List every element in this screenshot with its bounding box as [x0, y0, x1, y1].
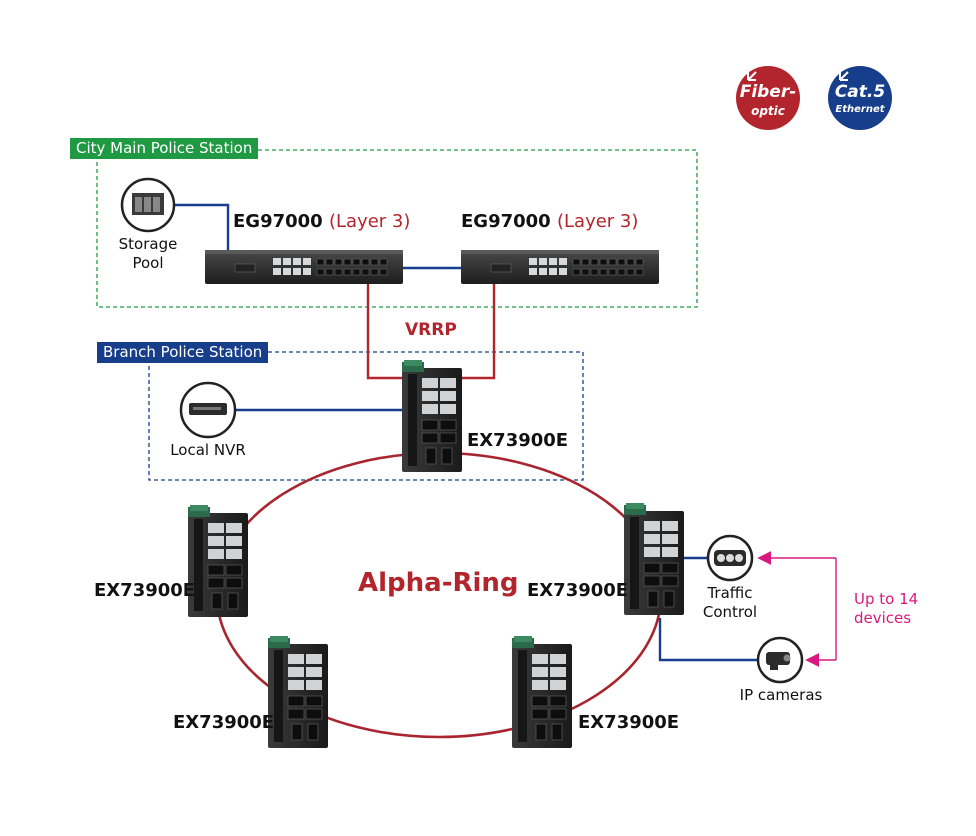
fiber-arrow-icon	[747, 71, 757, 81]
ex-switch-left	[187, 504, 249, 618]
fiber-legend-main: Fiber-	[739, 82, 797, 102]
storage-label: Storage Pool	[108, 235, 188, 273]
cat5-legend-main: Cat.5	[834, 82, 886, 102]
camera-icon	[756, 636, 804, 684]
ex-switch-branch	[401, 359, 463, 473]
core-right-label: EG97000 (Layer 3)	[461, 211, 638, 232]
nvr-icon	[179, 381, 237, 439]
storage-label-line2: Pool	[132, 254, 164, 272]
upto-label-line2: devices	[854, 609, 912, 627]
ex-right-label: EX73900E	[527, 580, 629, 601]
ex-switch-bottom-right	[511, 635, 573, 749]
vrrp-label: VRRP	[405, 320, 457, 340]
upto-label: Up to 14 devices	[854, 590, 918, 628]
cat5-ethernet-badge	[828, 66, 892, 130]
traffic-label-line2: Control	[702, 603, 758, 621]
upto-label-line1: Up to 14	[854, 590, 919, 608]
storage-label-line1: Storage	[118, 235, 178, 253]
core-switch-left	[205, 250, 403, 284]
ex-branch-label: EX73900E	[467, 430, 569, 451]
vrrp-link-right	[452, 272, 496, 380]
fiber-legend-sub: optic	[751, 104, 785, 118]
storage-link	[175, 203, 230, 255]
branch-zone-label: Branch Police Station	[97, 342, 269, 363]
core-left-layer: (Layer 3)	[328, 211, 411, 232]
branch-zone-border	[148, 351, 584, 481]
nvr-label: Local NVR	[170, 441, 246, 459]
alpha-ring-label: Alpha-Ring	[358, 568, 519, 598]
city-zone-border	[96, 149, 698, 308]
ex-switch-bottom-left	[267, 635, 329, 749]
core-left-model: EG97000	[233, 211, 323, 232]
ex-bottom-left-label: EX73900E	[173, 712, 275, 733]
core-right-model: EG97000	[461, 211, 551, 232]
traffic-label-line1: Traffic	[707, 584, 753, 602]
ex-left-label: EX73900E	[94, 580, 196, 601]
ex-switch-right	[623, 502, 685, 616]
fiber-optic-badge	[736, 66, 800, 130]
traffic-label: Traffic Control	[695, 584, 765, 622]
cat5-arrow-icon	[839, 71, 849, 81]
core-right-layer: (Layer 3)	[556, 211, 639, 232]
core-left-label: EG97000 (Layer 3)	[233, 211, 410, 232]
cat5-legend-sub: Ethernet	[835, 104, 885, 115]
city-zone-label: City Main Police Station	[70, 138, 259, 159]
cameras-label: IP cameras	[739, 686, 823, 704]
storage-icon	[120, 177, 176, 233]
core-switch-right	[461, 250, 659, 284]
ex-bottom-right-label: EX73900E	[578, 712, 680, 733]
traffic-light-icon	[706, 534, 754, 582]
camera-link	[658, 618, 758, 662]
